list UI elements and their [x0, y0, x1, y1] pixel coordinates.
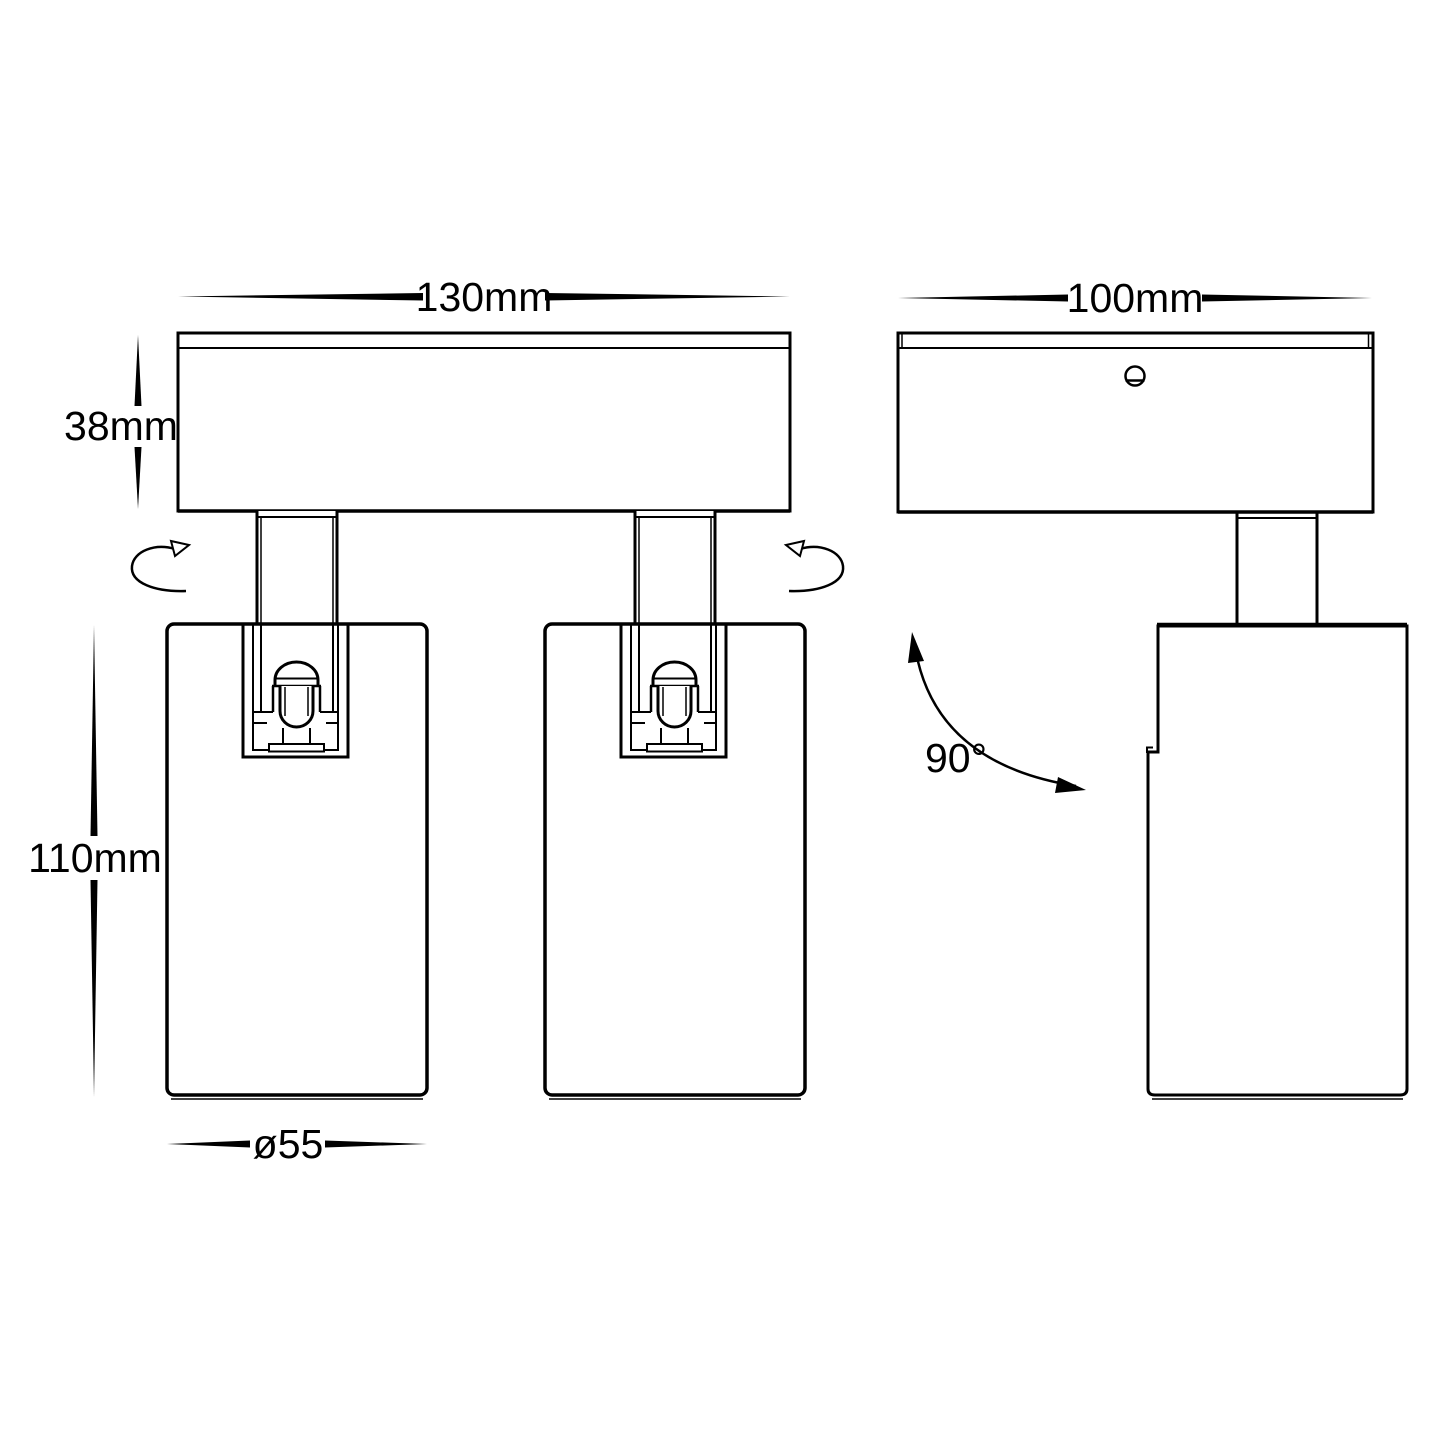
dimension-130mm: 130mm — [178, 274, 790, 320]
tilt-arc-head-up — [908, 632, 924, 663]
screw-icon — [1124, 365, 1146, 387]
dimension-line — [167, 1140, 250, 1148]
body-outline — [1146, 624, 1409, 1097]
dimension-label: 100mm — [1067, 275, 1204, 321]
dimension-label: 38mm — [64, 403, 178, 449]
mounting-plate-front — [176, 331, 792, 513]
dimension-38mm: 38mm — [64, 335, 178, 509]
dimension-line — [178, 293, 423, 301]
dimension-line — [90, 625, 98, 836]
front-view: 130mm 38mm 110mm ø55 — [28, 274, 845, 1167]
screw-head — [1124, 365, 1146, 387]
dimension-line — [134, 335, 142, 406]
dimension-line — [90, 880, 98, 1097]
dimension-line — [134, 447, 142, 509]
dimension-line — [325, 1140, 427, 1148]
dimension-110mm: 110mm — [28, 625, 162, 1097]
dimension-label: ø55 — [253, 1121, 324, 1167]
dimension-label: 130mm — [416, 274, 553, 320]
tilt-angle-label: 90° — [925, 735, 987, 781]
body-step-tab — [1146, 746, 1153, 753]
dimension-line — [1202, 294, 1372, 302]
spotlight-body-side — [1146, 622, 1409, 1100]
mounting-plate-side — [896, 331, 1375, 514]
tilt-arc — [912, 639, 1077, 788]
side-view: 90° 100mm — [896, 275, 1409, 1100]
dimension-diameter-55: ø55 — [167, 1121, 427, 1167]
swivel-arm-side — [1235, 512, 1319, 624]
dimension-line — [898, 294, 1068, 302]
dimension-line — [545, 293, 790, 301]
dimension-100mm: 100mm — [898, 275, 1372, 321]
dimension-label: 110mm — [28, 835, 162, 881]
tilt-arc-arrow-icon: 90° — [908, 632, 1086, 793]
tilt-arc-head-down — [1055, 777, 1086, 793]
